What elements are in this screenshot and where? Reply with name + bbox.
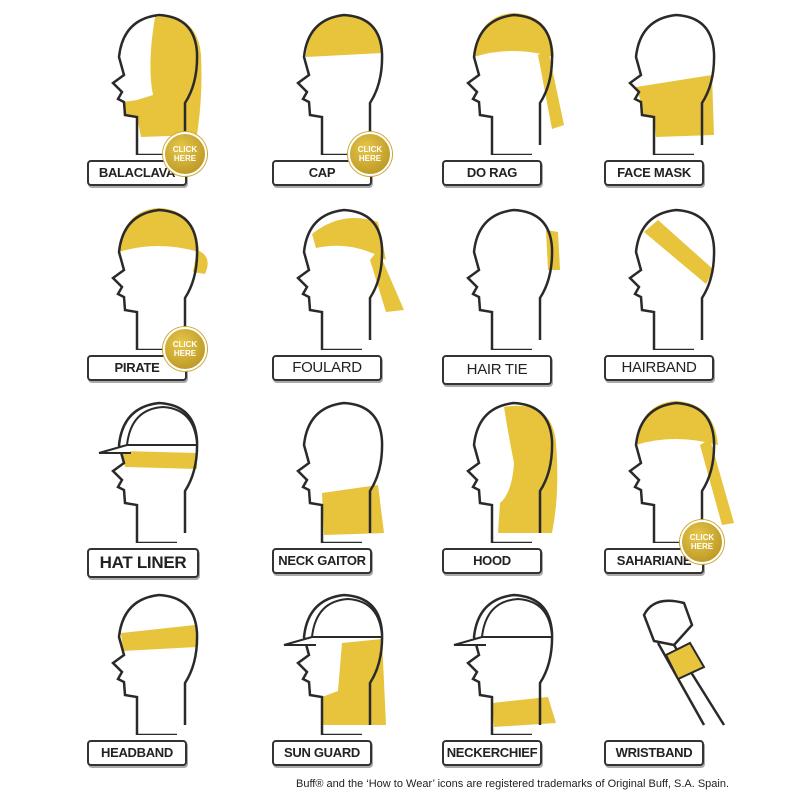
label-hairband: HAIRBAND xyxy=(604,355,714,381)
label-facemask: FACE MASK xyxy=(604,160,704,186)
cap-illustration-icon xyxy=(296,13,384,155)
click-here-button[interactable]: CLICK HERE xyxy=(163,327,207,371)
sunguard-illustration-icon xyxy=(283,593,386,735)
facemask-illustration-icon xyxy=(628,13,716,155)
sahariane-illustration-icon xyxy=(628,401,734,543)
label-hatliner: HAT LINER xyxy=(87,548,199,578)
click-here-button[interactable]: CLICK HERE xyxy=(163,132,207,176)
balaclava-illustration-icon xyxy=(111,13,202,155)
label-sunguard: SUN GUARD xyxy=(272,740,372,766)
click-here-button[interactable]: CLICK HERE xyxy=(348,132,392,176)
trademark-footer: Buff® and the ‘How to Wear’ icons are re… xyxy=(296,778,730,790)
pirate-illustration-icon xyxy=(111,208,208,350)
label-wristband: WRISTBAND xyxy=(604,740,704,766)
click-here-button[interactable]: CLICK HERE xyxy=(680,520,724,564)
hairband-illustration-icon xyxy=(628,208,716,350)
label-hairtie: HAIR TIE xyxy=(442,355,552,385)
item-neckgaitor: NECK GAITOR xyxy=(262,393,442,578)
item-neckerchief: NECKERCHIEF xyxy=(432,585,612,770)
item-hood: HOOD xyxy=(432,393,612,578)
neckerchief-illustration-icon xyxy=(453,593,556,735)
hood-illustration-icon xyxy=(466,401,558,543)
item-facemask: FACE MASK xyxy=(594,5,774,190)
hairtie-illustration-icon xyxy=(466,208,560,350)
label-headband: HEADBAND xyxy=(87,740,187,766)
label-foulard: FOULARD xyxy=(272,355,382,381)
item-headband: HEADBAND xyxy=(77,585,257,770)
label-neckerchief: NECKERCHIEF xyxy=(442,740,542,766)
label-balaclava: BALACLAVA xyxy=(87,160,187,186)
foulard-illustration-icon xyxy=(296,208,404,350)
dorag-illustration-icon xyxy=(466,13,564,155)
label-neckgaitor: NECK GAITOR xyxy=(272,548,372,574)
item-hatliner: HAT LINER xyxy=(77,393,257,578)
item-foulard: FOULARD xyxy=(262,200,442,385)
label-dorag: DO RAG xyxy=(442,160,542,186)
item-sunguard: SUN GUARD xyxy=(262,585,442,770)
item-hairband: HAIRBAND xyxy=(594,200,774,385)
wristband-illustration-icon xyxy=(642,599,726,726)
label-hood: HOOD xyxy=(442,548,542,574)
headband-illustration-icon xyxy=(111,593,199,735)
item-hairtie: HAIR TIE xyxy=(432,200,612,385)
hatliner-illustration-icon xyxy=(98,401,199,543)
item-dorag: DO RAG xyxy=(432,5,612,190)
item-wristband: WRISTBAND xyxy=(594,585,774,770)
neckgaitor-illustration-icon xyxy=(296,401,384,543)
